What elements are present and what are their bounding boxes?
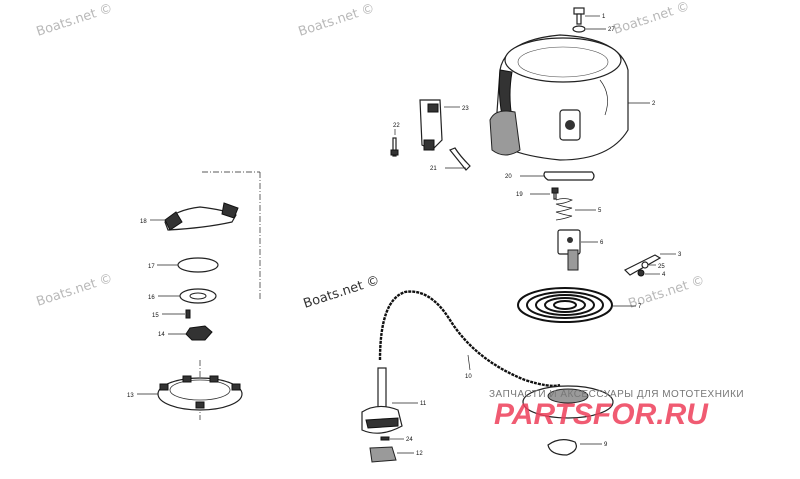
part-anchor: [369, 446, 397, 463]
part-screw-small: [390, 137, 399, 157]
callout-24: 24: [406, 437, 413, 443]
callout-3: 3: [678, 252, 682, 258]
callout-23: 23: [462, 106, 469, 112]
callout-9: 9: [604, 442, 608, 448]
banner-logo: PARTSFOR.RU: [494, 398, 709, 431]
callout-19: 19: [516, 192, 523, 198]
callout-1: 1: [602, 14, 606, 20]
part-retainer: [547, 439, 577, 456]
watermark-center: Boats.net ©: [302, 273, 382, 312]
part-bolt: [573, 7, 585, 25]
part-washer: [572, 25, 586, 33]
callout-17: 17: [148, 264, 155, 270]
callout-10: 10: [465, 374, 472, 380]
part-washer-16: [179, 288, 217, 304]
alignment-line-left: [202, 171, 261, 300]
banner-tagline: ЗАПЧАСТИ И АКСЕССУАРЫ ДЛЯ МОТОТЕХНИКИ: [489, 389, 744, 400]
watermark-top-center: Boats.net ©: [297, 1, 377, 40]
callout-13: 13: [127, 393, 134, 399]
partsfor-banner: ЗАПЧАСТИ И АКСЕССУАРЫ ДЛЯ МОТОТЕХНИКИ PA…: [489, 389, 744, 431]
callout-6: 6: [600, 240, 604, 246]
callout-4: 4: [662, 272, 666, 278]
callout-25: 25: [658, 264, 665, 270]
callout-14: 14: [158, 332, 165, 338]
callout-7: 7: [638, 304, 642, 310]
part-nut-4: [637, 269, 645, 277]
part-plunger: [557, 229, 581, 271]
part-spring: [555, 198, 573, 221]
callout-22: 22: [393, 123, 400, 129]
part-washer-25: [641, 261, 649, 269]
part-rewind-spring: [517, 287, 613, 323]
part-starter-cup: [157, 375, 243, 411]
part-clip: [449, 147, 471, 171]
part-bracket: [419, 99, 443, 151]
watermark-top-right: Boats.net ©: [612, 0, 692, 38]
callout-12: 12: [416, 451, 423, 457]
part-pulley: [522, 385, 614, 419]
callout-18: 18: [140, 219, 147, 225]
part-starter-housing: [489, 34, 629, 161]
part-screw-19: [551, 187, 559, 200]
part-screw-15: [185, 309, 191, 319]
callout-15: 15: [152, 313, 159, 319]
callout-16: 16: [148, 295, 155, 301]
callout-5: 5: [598, 208, 602, 214]
part-lock-plate: [543, 171, 595, 181]
part-pin: [380, 436, 390, 441]
callout-11: 11: [420, 401, 427, 407]
part-starter-rope: [378, 290, 561, 388]
watermark-top-left: Boats.net ©: [35, 1, 115, 40]
part-ring-17: [177, 257, 219, 273]
part-nut-14: [185, 325, 213, 341]
callout-27: 27: [608, 27, 615, 33]
callout-21: 21: [430, 166, 437, 172]
callout-20: 20: [505, 174, 512, 180]
part-starter-handle: [361, 367, 403, 434]
part-mount-bracket: [164, 202, 239, 231]
callout-2: 2: [652, 101, 656, 107]
watermark-bottom-left: Boats.net ©: [35, 271, 115, 310]
